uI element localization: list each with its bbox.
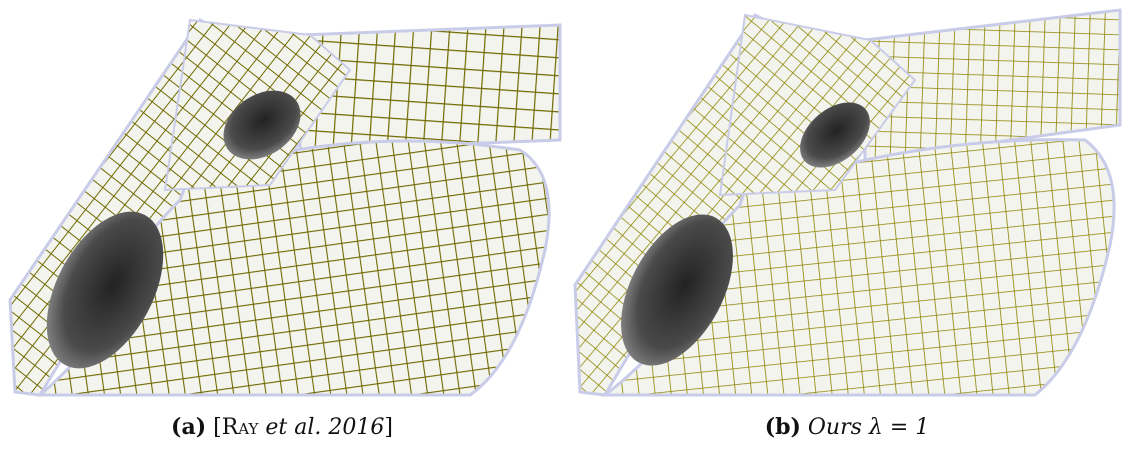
lower-hole [46,211,164,369]
caption-bracket-open: [ [206,415,222,440]
caption-author: Ray [221,415,259,440]
upper-hole [800,102,870,168]
figure-panel-a: (a) [Ray et al. 2016] [0,0,564,452]
caption-citation: et al. 2016 [258,415,385,440]
caption-label: (b) [764,414,801,440]
caption-bracket-close: ] [384,415,393,440]
caption-b: (b) Ours λ = 1 [565,412,1129,443]
caption-lambda: λ = 1 [861,415,930,440]
upper-block [718,13,917,197]
mesh-render-b [573,8,1122,397]
lower-hole [621,214,733,366]
mesh-render-a [8,18,562,397]
caption-label: (a) [171,414,207,440]
upper-hole [223,90,301,160]
caption-a: (a) [Ray et al. 2016] [0,412,564,443]
caption-method: Ours [800,415,862,440]
figure-panel-b: (b) Ours λ = 1 [565,0,1129,452]
